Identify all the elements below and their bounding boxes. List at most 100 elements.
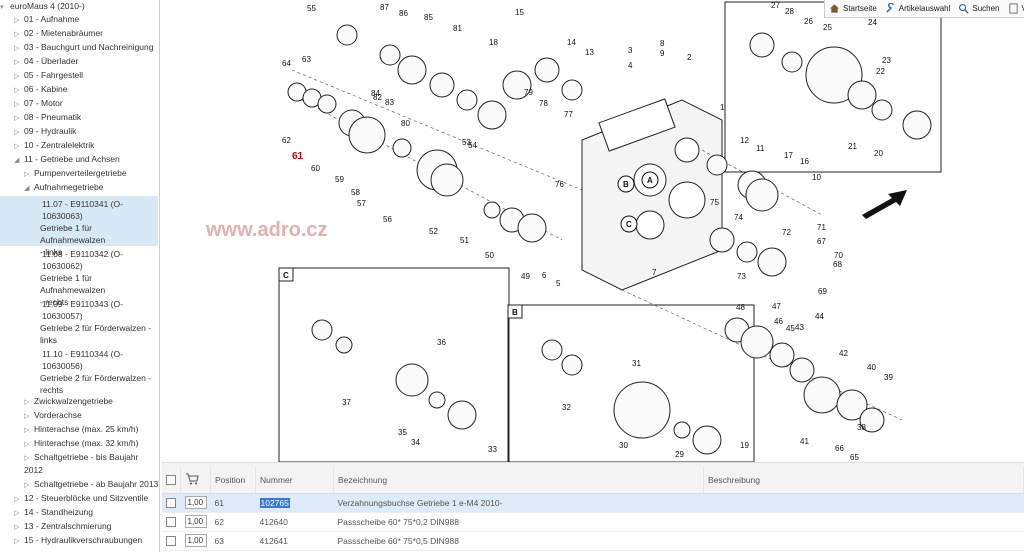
part-shape[interactable] <box>859 407 885 433</box>
part-shape[interactable] <box>561 354 583 376</box>
part-number-label[interactable]: 72 <box>782 228 791 237</box>
part-number-label[interactable]: 80 <box>401 119 410 128</box>
part-number-label[interactable]: 42 <box>839 349 848 358</box>
detail-b-callout[interactable] <box>617 175 635 193</box>
expand-arrow-icon[interactable]: ▷ <box>14 143 20 150</box>
part-number-label[interactable]: 62 <box>282 136 291 145</box>
part-number-label[interactable]: 6 <box>542 271 547 280</box>
part-number-label[interactable]: 36 <box>437 338 446 347</box>
part-number-label[interactable]: 69 <box>818 287 827 296</box>
part-number-label[interactable]: 58 <box>351 188 360 197</box>
expand-arrow-icon[interactable]: ▷ <box>24 427 30 434</box>
part-number-label[interactable]: 5 <box>556 279 561 288</box>
tree-item-10[interactable]: ▷10 - Zentralelektrik <box>0 139 158 153</box>
part-number-label[interactable]: 9 <box>660 49 665 58</box>
number-cell[interactable]: 412641 <box>255 531 334 551</box>
part-shape[interactable] <box>613 381 671 439</box>
part-number-label[interactable]: 3 <box>628 46 633 55</box>
part-shape[interactable] <box>836 389 868 421</box>
part-number-label[interactable]: 54 <box>468 141 477 150</box>
tree-item-hinterachse-32[interactable]: ▷Hinterachse (max. 32 km/h) <box>0 437 158 451</box>
expand-arrow-icon[interactable]: ▷ <box>14 73 20 80</box>
detail-c-callout[interactable] <box>620 215 638 233</box>
part-number-label[interactable]: 73 <box>737 272 746 281</box>
part-number-label[interactable]: 37 <box>342 398 351 407</box>
part-shape[interactable] <box>336 24 358 46</box>
part-number-label[interactable]: 85 <box>424 13 433 22</box>
part-number[interactable]: 102765 <box>259 497 290 508</box>
part-number-label[interactable]: 83 <box>385 98 394 107</box>
part-shape[interactable] <box>483 201 501 219</box>
part-number-label[interactable]: 50 <box>485 251 494 260</box>
part-number-label[interactable]: 76 <box>555 180 564 189</box>
tree-item-01[interactable]: ▷01 - Aufnahme <box>0 13 158 27</box>
designation-header[interactable]: Bezeichnung <box>333 467 704 494</box>
part-number-label[interactable]: 19 <box>740 441 749 450</box>
detail-a-callout[interactable] <box>641 171 659 189</box>
tree-item-aufnahmegetriebe[interactable]: ◢Aufnahmegetriebe <box>0 181 158 195</box>
row-select-cell[interactable] <box>162 493 181 513</box>
part-number-label[interactable]: 32 <box>562 403 571 412</box>
part-number-label[interactable]: 15 <box>515 8 524 17</box>
description-header[interactable]: Beschreibung <box>703 467 1024 494</box>
part-shape[interactable] <box>561 79 583 101</box>
row-checkbox[interactable] <box>166 497 176 508</box>
part-number-label[interactable]: 52 <box>429 227 438 236</box>
expand-arrow-icon[interactable]: ▷ <box>24 482 30 489</box>
part-number-label[interactable]: 26 <box>804 17 813 26</box>
part-shape[interactable] <box>517 213 547 243</box>
row-select-cell[interactable] <box>162 531 181 551</box>
part-number-label[interactable]: 86 <box>399 9 408 18</box>
part-number-label[interactable]: 22 <box>876 67 885 76</box>
row-checkbox[interactable] <box>166 516 176 527</box>
category-tree[interactable]: ▾euroMaus 4 (2010-) ▷01 - Aufnahme ▷02 -… <box>0 0 160 552</box>
part-number-label[interactable]: 27 <box>771 1 780 10</box>
part-number-label[interactable]: 8 <box>660 39 665 48</box>
part-number-label[interactable]: 60 <box>311 164 320 173</box>
pane-splitter[interactable] <box>162 462 1024 467</box>
part-number-label[interactable]: 18 <box>489 38 498 47</box>
part-number-label[interactable]: 57 <box>357 199 366 208</box>
qty-cell[interactable]: 1,00 <box>180 531 211 551</box>
part-number-label[interactable]: 31 <box>632 359 641 368</box>
part-number-label[interactable]: 12 <box>740 136 749 145</box>
part-shape[interactable] <box>477 100 507 130</box>
expand-arrow-icon[interactable]: ▷ <box>14 87 20 94</box>
article-selection-button[interactable]: Artikelauswahl <box>881 0 955 18</box>
expand-arrow-icon[interactable]: ▷ <box>14 129 20 136</box>
part-shape[interactable] <box>348 116 386 154</box>
qty-cell[interactable]: 1,00 <box>180 512 211 532</box>
tree-item-11[interactable]: ◢11 - Getriebe und Achsen <box>0 153 158 167</box>
part-shape[interactable] <box>392 138 412 158</box>
number-header[interactable]: Nummer <box>255 467 334 494</box>
part-number-label[interactable]: 84 <box>371 89 380 98</box>
part-number-label[interactable]: 45 <box>786 324 795 333</box>
part-shape[interactable] <box>709 227 735 253</box>
tree-item-06[interactable]: ▷06 - Kabine <box>0 83 158 97</box>
quantity-input[interactable]: 1,00 <box>184 496 207 509</box>
expand-arrow-icon[interactable]: ▷ <box>14 524 20 531</box>
part-number-label[interactable]: 49 <box>521 272 530 281</box>
part-number-label[interactable]: 4 <box>628 61 633 70</box>
highlighted-part-label[interactable]: 61 <box>292 151 304 162</box>
expand-arrow-icon[interactable]: ▷ <box>14 510 20 517</box>
collapse-arrow-icon[interactable]: ◢ <box>24 185 30 192</box>
part-number-label[interactable]: 82 <box>373 93 382 102</box>
part-number-label[interactable]: 24 <box>868 18 877 27</box>
tree-item-root[interactable]: ▾euroMaus 4 (2010-) <box>0 0 158 14</box>
part-number-label[interactable]: 2 <box>687 53 692 62</box>
expand-arrow-icon[interactable]: ▷ <box>14 31 20 38</box>
tree-item-schaltgetriebe-bis[interactable]: ▷Schaltgetriebe - bis Baujahr <box>0 451 158 465</box>
part-number-label[interactable]: 71 <box>817 223 826 232</box>
part-number-label[interactable]: 20 <box>874 149 883 158</box>
expand-arrow-icon[interactable]: ▷ <box>24 171 30 178</box>
part-shape[interactable] <box>430 163 464 197</box>
part-shape[interactable] <box>456 89 478 111</box>
part-number-label[interactable]: 16 <box>800 157 809 166</box>
part-shape[interactable] <box>740 325 774 359</box>
part-number-label[interactable]: 17 <box>784 151 793 160</box>
tree-item-05[interactable]: ▷05 - Fahrgestell <box>0 69 158 83</box>
part-number-label[interactable]: 65 <box>850 453 859 462</box>
expand-arrow-icon[interactable]: ▷ <box>24 399 30 406</box>
